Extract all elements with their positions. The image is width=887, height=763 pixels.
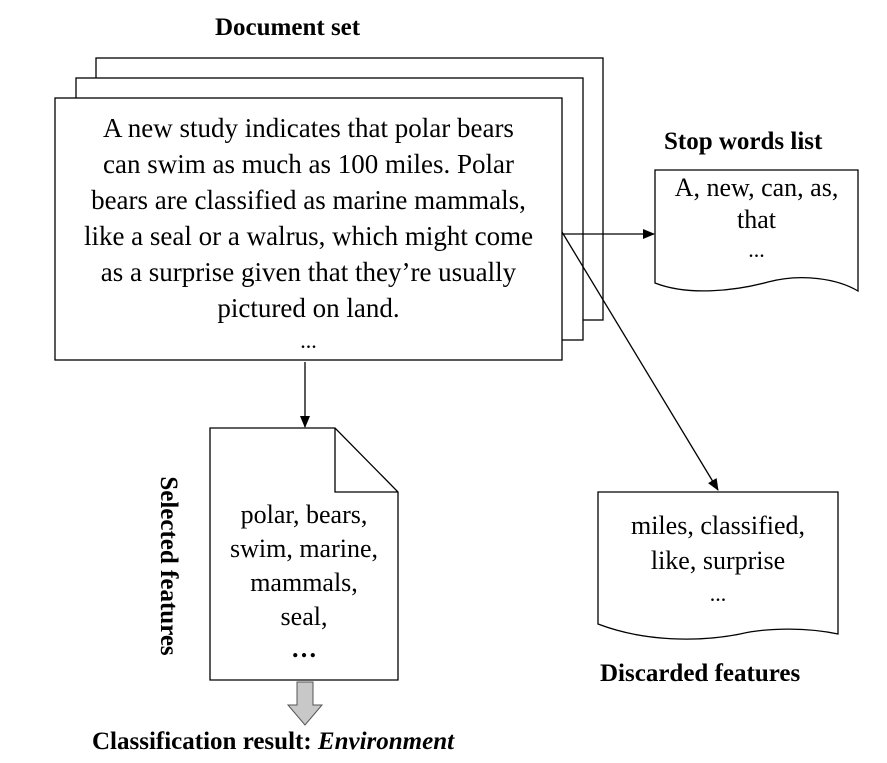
- discarded-features-box: [597, 491, 839, 640]
- document-line: as a surprise given that they’re usually: [100, 257, 517, 287]
- selected-features-page: [209, 427, 399, 681]
- result-arrow: [286, 681, 324, 726]
- document-set-title: Document set: [215, 14, 361, 41]
- document-page-front: [54, 97, 563, 361]
- stop-words-text: A, new, can, as, that ...: [655, 172, 858, 264]
- discarded-text: miles, classified, like, surprise ...: [598, 508, 838, 610]
- classification-result-label: Classification result:: [92, 728, 318, 755]
- folded-corner: [334, 428, 398, 493]
- arrow-to-discarded: [561, 231, 719, 491]
- selected-line: mammals,: [250, 568, 358, 597]
- document-line: bears are classified as marine mammals,: [91, 185, 526, 215]
- stop-words-box: [654, 169, 859, 293]
- selected-line: seal,: [280, 602, 328, 631]
- stop-words-line: A, new, can, as,: [674, 173, 839, 202]
- stop-words-line: that: [737, 205, 776, 234]
- document-line: like a seal or a walrus, which might com…: [83, 221, 534, 251]
- discarded-features-title: Discarded features: [600, 660, 801, 687]
- classification-result: Classification result: Environment: [92, 728, 454, 756]
- selected-line: swim, marine,: [229, 534, 379, 563]
- discarded-ellipsis: ...: [709, 581, 727, 606]
- classification-result-value: Environment: [317, 728, 455, 755]
- selected-text: polar, bears, swim, marine, mammals, sea…: [210, 498, 398, 664]
- document-line: can swim as much as 100 miles. Polar: [103, 149, 514, 179]
- document-line: pictured on land.: [217, 293, 400, 323]
- selected-line: polar, bears,: [240, 500, 368, 529]
- document-ellipsis: ...: [300, 328, 317, 353]
- discarded-line: miles, classified,: [630, 511, 805, 540]
- discarded-line: like, surprise: [650, 546, 786, 575]
- stop-words-ellipsis: ...: [748, 237, 765, 262]
- selected-ellipsis: …: [291, 634, 317, 663]
- stop-words-title: Stop words list: [664, 128, 823, 155]
- document-line: A new study indicates that polar bears: [103, 113, 514, 143]
- selected-features-title: Selected features: [155, 476, 182, 656]
- document-text: A new study indicates that polar bears c…: [55, 110, 562, 356]
